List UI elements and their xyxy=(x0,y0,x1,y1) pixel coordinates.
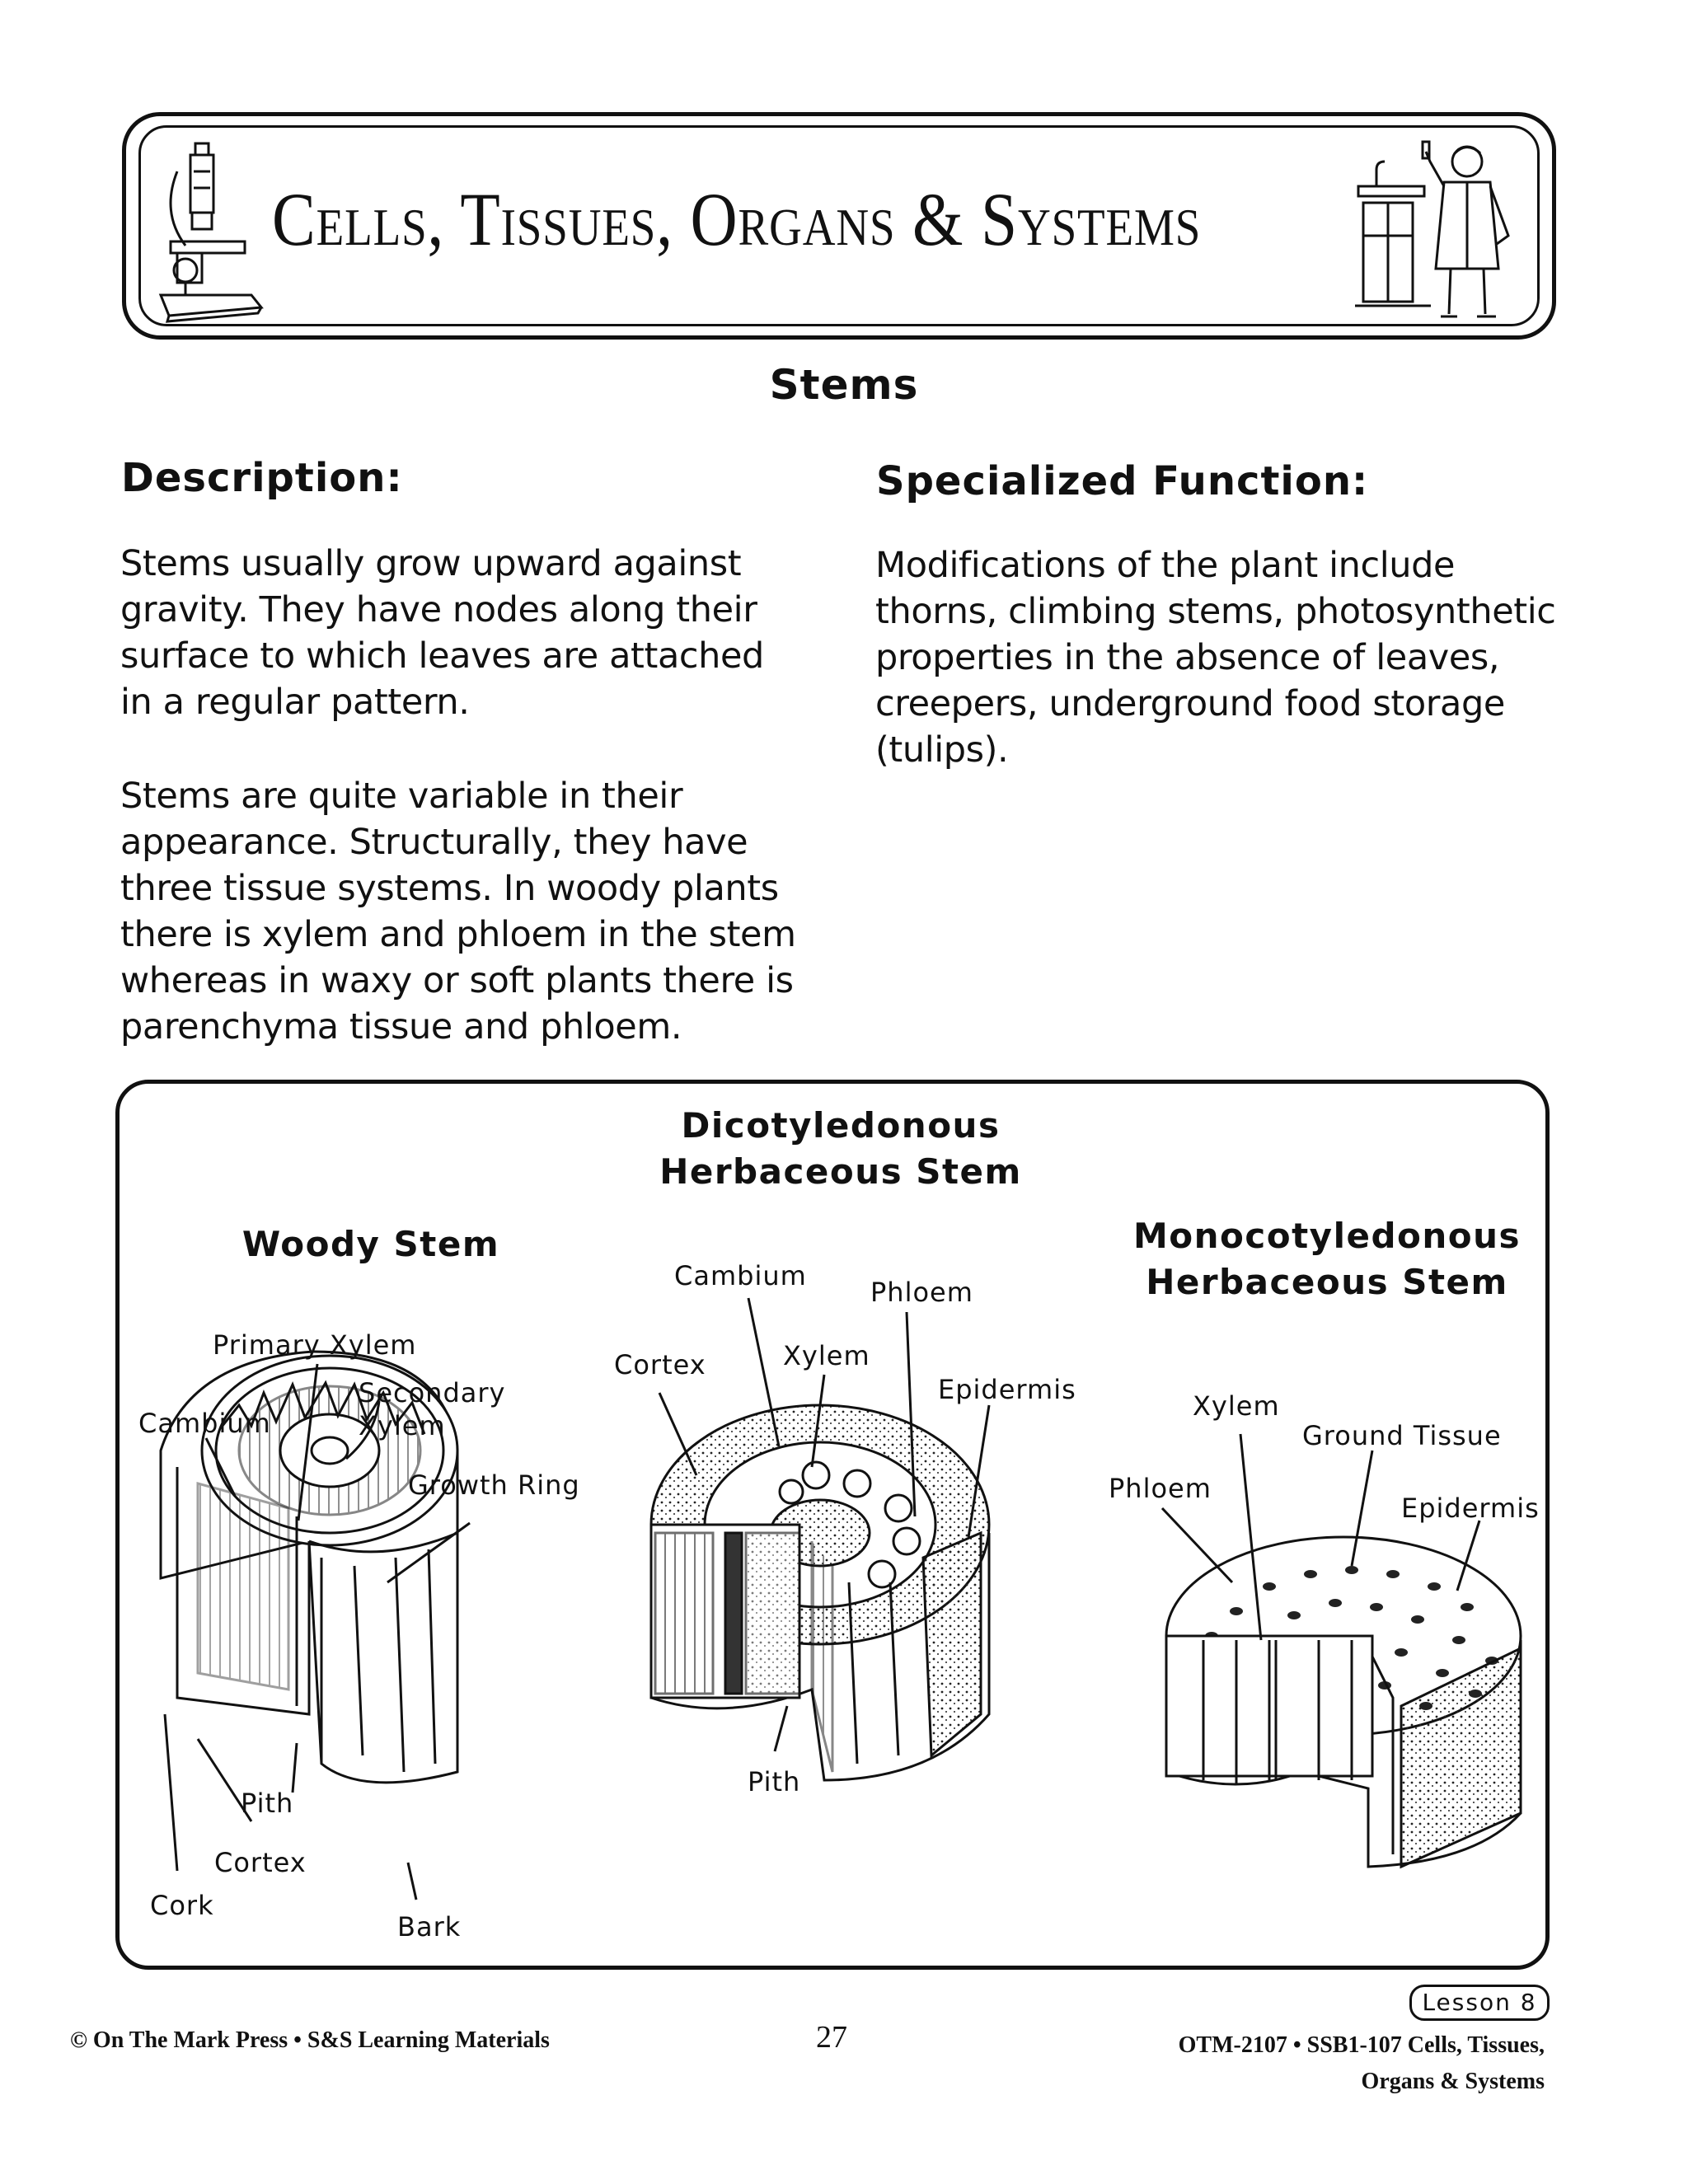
dicot-label-cortex: Cortex xyxy=(614,1349,706,1380)
dicot-stem-illustration xyxy=(649,1404,991,1782)
dicot-label-xylem: Xylem xyxy=(783,1340,870,1371)
specialized-function-paragraph: Modifications of the plant include thorn… xyxy=(875,545,1556,771)
woody-label-growth-ring: Growth Ring xyxy=(408,1469,580,1501)
woody-stem-title: Woody Stem xyxy=(241,1224,500,1264)
woody-label-cork: Cork xyxy=(150,1890,214,1921)
woody-label-cortex: Cortex xyxy=(214,1847,307,1878)
lesson-badge: Lesson 8 xyxy=(1409,1985,1550,2021)
woody-label-pith: Pith xyxy=(241,1788,294,1819)
scientist-icon xyxy=(1355,140,1510,318)
woody-label-secondary-xylem: Secondary Xylem xyxy=(359,1377,506,1441)
label-leader-lines xyxy=(163,1297,1481,1900)
page-title: Stems xyxy=(769,361,919,409)
description-heading: Description: xyxy=(121,455,403,501)
description-paragraph-1: Stems usually grow upward against gravit… xyxy=(120,543,764,723)
title-banner-inner-frame xyxy=(138,125,1540,326)
monocot-stem-illustration xyxy=(1165,1535,1522,1869)
woody-label-bark: Bark xyxy=(397,1911,462,1943)
specialized-function-heading: Specialized Function: xyxy=(876,458,1369,504)
banner-title: Cells, Tissues, Organs & Systems xyxy=(272,177,1202,261)
footer-page-number: 27 xyxy=(816,2020,847,2055)
diagram-panel xyxy=(115,1080,1550,1970)
woody-label-primary-xylem: Primary Xylem xyxy=(213,1329,417,1361)
monocot-stem-title: Monocotyledonous Herbaceous Stem xyxy=(1132,1216,1522,1302)
dicot-stem-title: Dicotyledonous Herbaceous Stem xyxy=(659,1105,1022,1192)
monocot-label-phloem: Phloem xyxy=(1109,1473,1212,1504)
monocot-label-epidermis: Epidermis xyxy=(1401,1493,1540,1524)
dicot-label-phloem: Phloem xyxy=(870,1277,973,1308)
title-banner-frame xyxy=(122,112,1556,340)
woody-label-cambium: Cambium xyxy=(138,1408,271,1439)
dicot-label-epidermis: Epidermis xyxy=(938,1374,1076,1405)
monocot-label-xylem: Xylem xyxy=(1193,1390,1280,1422)
footer-publisher: © On The Mark Press • S&S Learning Mater… xyxy=(70,2027,550,2053)
description-paragraph-2: Stems are quite variable in their appear… xyxy=(120,776,796,1047)
microscope-icon xyxy=(158,142,264,323)
monocot-label-ground-tissue: Ground Tissue xyxy=(1302,1420,1502,1451)
dicot-label-cambium: Cambium xyxy=(674,1260,807,1291)
footer-product-code: OTM-2107 • SSB1-107 Cells, Tissues, Orga… xyxy=(1178,2032,1545,2094)
dicot-label-pith: Pith xyxy=(748,1766,801,1797)
